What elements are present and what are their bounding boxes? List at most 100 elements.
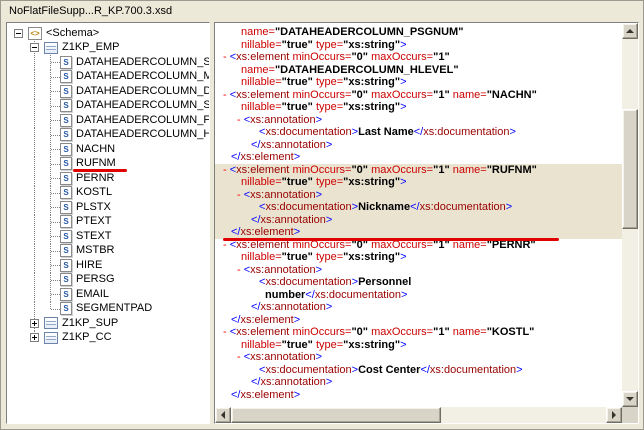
tree-node-label: PERNR (76, 171, 115, 184)
record-icon (44, 317, 58, 330)
tree-guide (27, 127, 43, 143)
expand-plus-icon[interactable] (30, 333, 39, 343)
tree-guide (43, 84, 60, 99)
field-icon: S (60, 171, 72, 185)
tree-node-label: DATAHEADERCOLUMN_H (76, 128, 210, 141)
tree-node-label: RUFNM (73, 157, 127, 173)
tree-guide (43, 272, 60, 288)
tree-node-label: DATAHEADERCOLUMN_F (76, 113, 210, 126)
tree-guide (11, 157, 27, 172)
tree-guide (11, 70, 27, 85)
tree-guide (43, 156, 60, 172)
tree-node-dataheadercolumn_m[interactable]: S DATAHEADERCOLUMN_M (11, 69, 210, 85)
scroll-down-button[interactable] (622, 391, 638, 407)
expand-plus-icon[interactable] (30, 318, 39, 328)
field-icon: S (60, 142, 72, 156)
vertical-scrollbar[interactable] (622, 23, 638, 407)
tree-node-z1kp_sup[interactable]: Z1KP_SUP (11, 316, 209, 331)
tree-guide (43, 69, 60, 85)
collapse-minus-icon[interactable] (30, 43, 39, 53)
tree-node-pernr[interactable]: S PERNR (11, 171, 209, 186)
field-icon: S (60, 128, 72, 142)
xml-source-panel[interactable]: name="DATAHEADERCOLUMN_PSGNUM"nillable="… (214, 22, 639, 424)
tree-guide (27, 330, 43, 346)
vertical-scroll-thumb[interactable] (622, 109, 638, 229)
tree-node-label: PTEXT (76, 215, 112, 228)
xml-line: - <xs:element minOccurs="0" maxOccurs="1… (223, 88, 537, 101)
field-icon: S (60, 55, 72, 69)
tree-guide (11, 200, 27, 215)
field-icon: S (60, 244, 72, 258)
horizontal-scrollbar[interactable] (215, 407, 622, 423)
xml-line: </xs:element> (231, 151, 301, 163)
tree-node-label: EMAIL (76, 287, 110, 300)
xml-line: <xs:documentation>Last Name</xs:document… (259, 126, 516, 138)
horizontal-scroll-track[interactable] (231, 407, 606, 423)
xml-line: - <xs:annotation> (237, 113, 323, 126)
tree-node-label: DATAHEADERCOLUMN_S (76, 99, 210, 112)
tree-node-label: PERSG (76, 273, 115, 286)
xml-line: </xs:element> (231, 313, 301, 326)
tree-guide (27, 40, 43, 56)
field-icon: S (60, 70, 72, 84)
field-icon: S (60, 258, 72, 272)
xml-line: nillable="true" type="xs:string"> (241, 101, 407, 113)
xml-line: number</xs:documentation> (265, 288, 408, 301)
xml-line: </xs:annotation> (251, 376, 333, 388)
xml-line: - <xs:element minOccurs="0" maxOccurs="1… (223, 238, 536, 251)
vertical-scroll-track[interactable] (622, 39, 638, 391)
tree-guide (43, 258, 60, 273)
tree-node-label: Z1KP_CC (62, 331, 112, 344)
tree-node-z1kp_cc[interactable]: Z1KP_CC (11, 330, 209, 346)
field-icon: S (60, 287, 72, 301)
field-icon: S (60, 99, 72, 113)
tree-guide (43, 127, 60, 143)
tree-guide (11, 171, 27, 186)
tree-guide (27, 156, 43, 172)
tree-guide (27, 200, 43, 215)
scroll-right-button[interactable] (606, 407, 622, 423)
tree-node-dataheadercolumn_h[interactable]: S DATAHEADERCOLUMN_H (11, 127, 210, 143)
field-icon: S (60, 157, 72, 171)
scroll-up-button[interactable] (622, 23, 638, 39)
tree-guide (43, 98, 60, 114)
tree-guide (43, 214, 60, 230)
scroll-left-button[interactable] (215, 407, 231, 423)
tree-guide (11, 229, 27, 244)
scrollbar-corner (622, 407, 638, 423)
xml-source-view[interactable]: name="DATAHEADERCOLUMN_PSGNUM"nillable="… (215, 23, 622, 407)
tree-node-email[interactable]: S EMAIL (11, 287, 209, 302)
arrow-left-icon (221, 411, 225, 419)
titlebar: NoFlatFileSupp...R_KP.700.3.xsd (1, 1, 643, 21)
tree-guide (11, 258, 27, 273)
tree-node-schema[interactable]: <><Schema> (11, 26, 209, 41)
tree-node-z1kp_emp[interactable]: Z1KP_EMP (11, 40, 209, 56)
tree-guide (27, 113, 43, 128)
collapse-minus-icon[interactable] (14, 28, 23, 38)
horizontal-scroll-thumb[interactable] (231, 407, 441, 423)
tree-guide (27, 301, 43, 317)
tree-guide (11, 55, 27, 70)
tree-guide (43, 287, 60, 302)
tree-node-label: DATAHEADERCOLUMN_M (76, 70, 210, 83)
arrow-right-icon (612, 411, 616, 419)
xml-line: </xs:annotation> (251, 301, 333, 313)
tree-node-dataheadercolumn_s[interactable]: S DATAHEADERCOLUMN_S (11, 98, 210, 114)
tree-guide (43, 113, 60, 128)
tree-guide (27, 142, 43, 157)
